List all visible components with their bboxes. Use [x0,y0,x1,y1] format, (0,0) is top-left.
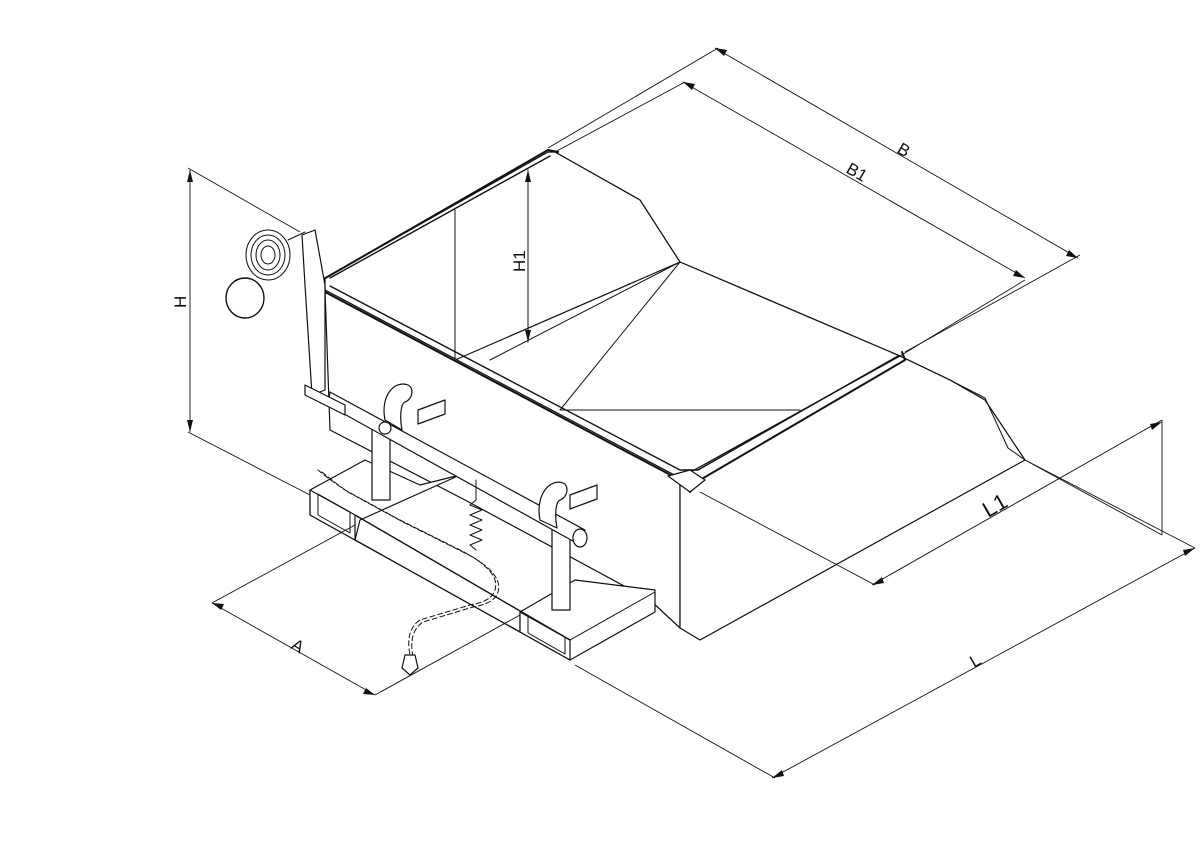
bolt-left [378,421,392,435]
hook-left [383,383,413,431]
shaft-end-cap [572,528,588,548]
bin-back-slope [554,151,681,263]
label-H1: H1 [510,250,529,272]
rim-left-inner [329,155,551,279]
chain-hook-icon [401,654,419,676]
bin-floor-crease [559,261,681,411]
lever-handle [301,229,326,396]
bin-body [321,149,1026,641]
label-B1: B1 [843,159,871,186]
label-B: B [894,139,913,161]
bin-floor-edge [489,261,681,361]
lever-arm [304,384,346,416]
dimension-lines [187,47,1196,779]
coil-cord-icon [225,229,306,319]
bin-right-slope [899,355,1026,461]
safety-chain [317,469,500,676]
upright-right [551,529,571,611]
fork-pocket-right [519,579,656,661]
label-L: L [967,650,985,671]
fork-pocket-left-opening [317,493,351,534]
release-lever [225,229,346,416]
label-H: H [171,296,190,308]
fork-pocket-right-top [569,591,656,641]
uprights [327,383,598,611]
latch-right [569,484,598,510]
rim-corner [667,469,706,493]
label-L1: L1 [978,488,1012,522]
pocket-rail-bottom [354,539,521,633]
pocket-rail-top [354,514,571,641]
rim-left-top [321,149,559,281]
latch-left [417,399,446,425]
label-A: A [288,635,308,657]
hook-right [538,481,568,529]
tension-spring [469,479,483,551]
